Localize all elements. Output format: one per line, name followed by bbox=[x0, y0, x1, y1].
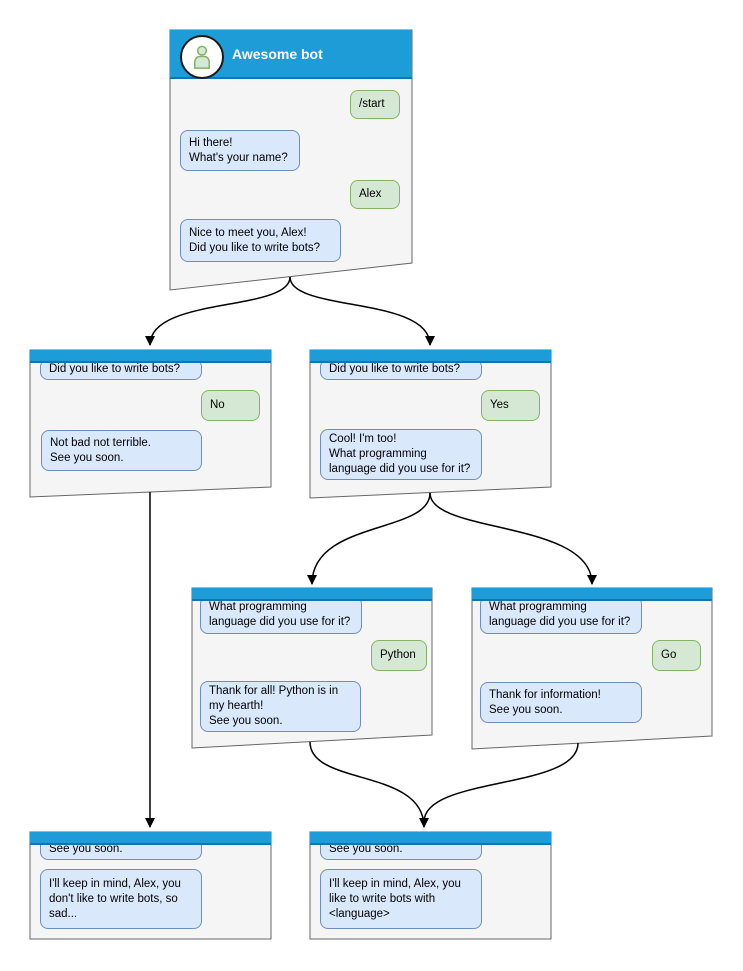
edge-python-to-end-yes bbox=[309, 741, 429, 828]
avatar bbox=[180, 35, 224, 79]
bot-message-bubble: What programming language did you use fo… bbox=[480, 596, 642, 634]
bot-message-bubble: I'll keep in mind, Alex, you don't like … bbox=[40, 869, 202, 929]
bot-message-bubble: I'll keep in mind, Alex, you like to wri… bbox=[320, 869, 482, 929]
chat-window-header bbox=[30, 350, 271, 363]
chat-window-header bbox=[310, 832, 551, 845]
chat-window-title: Awesome bot bbox=[232, 45, 323, 62]
bot-message-bubble: Not bad not terrible. See you soon. bbox=[41, 430, 202, 471]
chat-window-header bbox=[310, 350, 551, 363]
edge-start-to-yes bbox=[289, 276, 435, 346]
edge-start-to-no bbox=[145, 276, 291, 346]
bot-message-bubble: What programming language did you use fo… bbox=[200, 596, 362, 634]
chat-window-header bbox=[30, 832, 271, 845]
chat-window-header bbox=[192, 588, 432, 601]
bot-message-bubble: Cool! I'm too! What programming language… bbox=[320, 429, 482, 480]
edge-yes-to-go bbox=[429, 492, 597, 585]
user-message-bubble: /start bbox=[350, 90, 400, 119]
user-message-bubble: Python bbox=[371, 640, 427, 671]
person-icon bbox=[194, 45, 210, 69]
edge-go-to-end-yes bbox=[423, 742, 579, 823]
bot-message-bubble: Thank for information! See you soon. bbox=[480, 682, 642, 723]
user-message-bubble: Go bbox=[652, 640, 701, 671]
chat-window-header: Awesome bot bbox=[170, 30, 412, 79]
bot-message-bubble: Did you like to write bots? bbox=[40, 359, 202, 380]
bot-message-bubble: Hi there! What's your name? bbox=[180, 130, 300, 171]
user-message-bubble: No bbox=[201, 390, 260, 421]
user-message-bubble: Alex bbox=[350, 180, 400, 209]
chat-window-header bbox=[472, 588, 712, 601]
user-message-bubble: Yes bbox=[481, 390, 540, 421]
bot-message-bubble: Thank for all! Python is in my hearth! S… bbox=[200, 681, 361, 732]
edge-yes-to-python bbox=[307, 492, 431, 585]
bot-message-bubble: Nice to meet you, Alex! Did you like to … bbox=[180, 219, 341, 262]
